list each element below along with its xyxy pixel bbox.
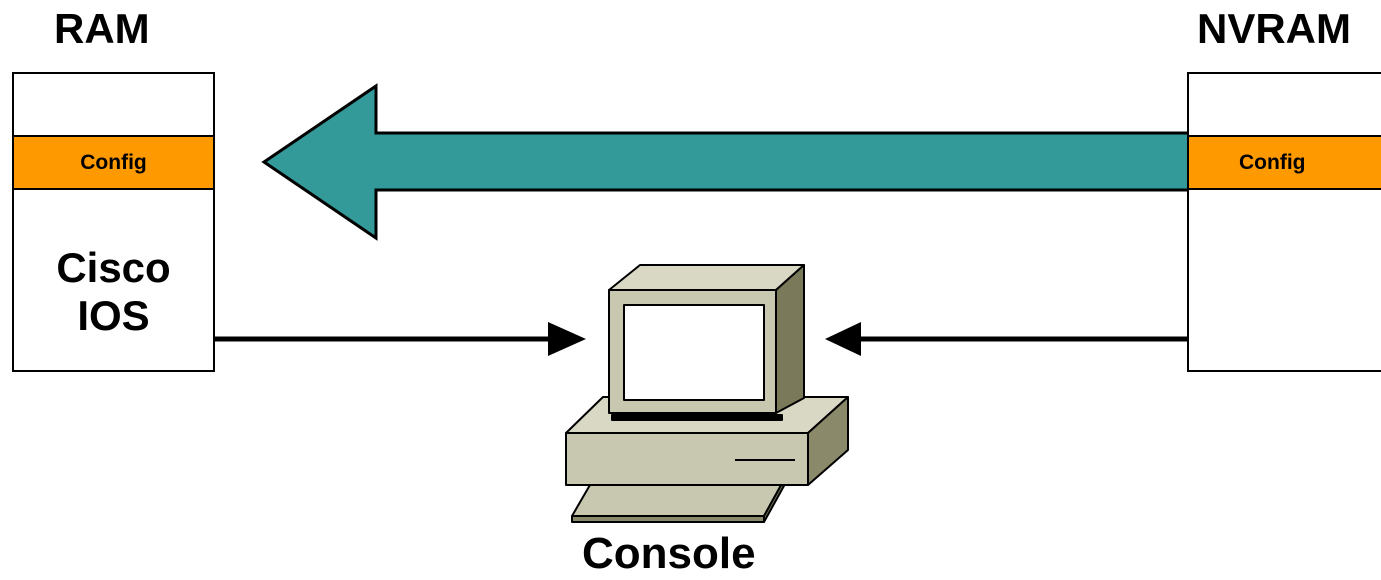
ios-line-2: IOS (77, 292, 150, 339)
nvram-config-label: Config (1239, 150, 1306, 174)
ram-config-label: Config (80, 150, 147, 174)
nvram-to-console-arrow (825, 322, 1187, 356)
ram-config-band: Config (14, 135, 213, 190)
ram-ios-label: Cisco IOS (14, 244, 213, 340)
ram-memory-box: Config Cisco IOS (12, 72, 215, 372)
nvram-memory-box: Config (1187, 72, 1381, 372)
computer-icon (565, 264, 849, 523)
ios-line-1: Cisco (56, 244, 171, 291)
copy-config-arrow (261, 83, 1192, 241)
ios-to-console-arrow (215, 322, 586, 356)
console-label: Console (582, 529, 756, 578)
nvram-title: NVRAM (1197, 5, 1351, 52)
nvram-config-band: Config (1189, 135, 1381, 190)
ram-title: RAM (54, 5, 150, 52)
